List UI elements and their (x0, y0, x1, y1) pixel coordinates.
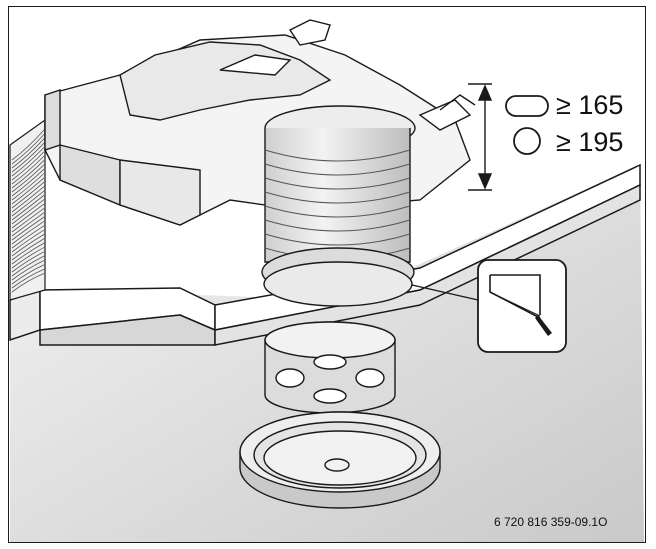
hose-corrugation (11, 168, 45, 197)
hose-corrugation (11, 194, 45, 221)
figure-caption: 6 720 816 359-09.1O (494, 515, 608, 529)
tool-leader-line (411, 284, 479, 301)
hose-corrugation (11, 203, 45, 229)
hose-corrugation (11, 142, 45, 173)
hose-corrugation (11, 212, 45, 237)
duct-ring (264, 219, 411, 232)
hose-corrugation (11, 221, 45, 245)
hose-corrugation (11, 147, 45, 177)
duct-ring (264, 163, 411, 176)
hose-corrugation (11, 273, 45, 293)
height-dimension-arrow (468, 83, 493, 191)
hose-corrugation (11, 260, 45, 281)
hose-corrugation (11, 238, 45, 261)
hose-corrugation (11, 251, 45, 273)
hose-corrugation (11, 160, 45, 189)
frame-border (8, 6, 646, 543)
hose-corrugation (11, 173, 45, 201)
hose-corrugation (11, 151, 45, 181)
hose-corrugation (11, 234, 45, 257)
hose-corrugation (11, 268, 45, 289)
duct-ring (264, 149, 411, 162)
hose-corrugation (11, 225, 45, 249)
hose-corrugation (11, 199, 45, 225)
hose-corrugation (11, 255, 45, 277)
duct-connector (261, 105, 416, 307)
flexible-hose (9, 118, 46, 301)
oval-duct-dimension: ≥ 165 (556, 90, 624, 120)
hose-corrugation (11, 134, 45, 165)
hose-corrugation (11, 207, 45, 233)
hose-corrugation (11, 155, 45, 185)
hose-corrugation (11, 138, 45, 169)
hose-corrugation (11, 229, 45, 253)
round-duct-dimension: ≥ 195 (556, 127, 624, 157)
hose-corrugation (11, 216, 45, 241)
duct-ring (264, 177, 411, 190)
duct-ring (264, 233, 411, 246)
disc-valve-cover (239, 411, 441, 509)
hose-corrugation (11, 129, 45, 161)
hose-corrugation (11, 177, 45, 205)
hose-corrugation (11, 242, 45, 265)
valve-body (264, 321, 396, 414)
duct-ring (264, 191, 411, 204)
hose-corrugation (11, 186, 45, 213)
hose-corrugation (11, 247, 45, 269)
hose-corrugation (11, 264, 45, 285)
hose-corrugation (11, 190, 45, 217)
hose-corrugation (11, 181, 45, 209)
duct-ring (264, 205, 411, 218)
hose-corrugation (11, 164, 45, 193)
